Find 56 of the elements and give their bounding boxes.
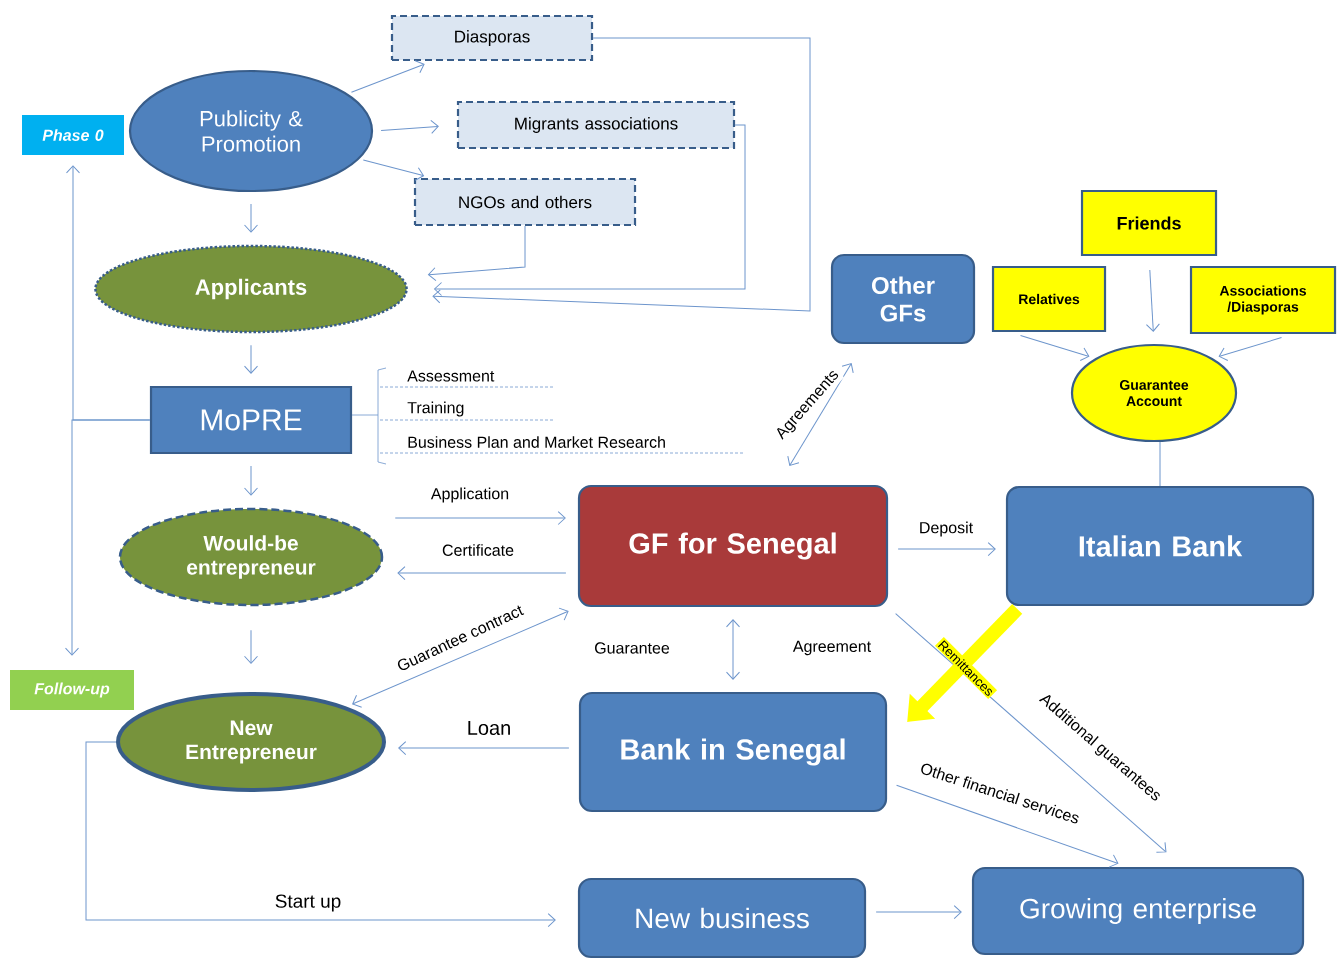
text-label: Agreement <box>792 640 871 656</box>
oval-node: Applicants <box>94 244 408 334</box>
dashed-box: Diasporas <box>390 14 594 62</box>
dashed-box: Migrants associations <box>456 100 736 150</box>
note-box: Associations /Diasporas <box>1189 265 1337 335</box>
oval-node: Publicity & Promotion <box>128 69 374 193</box>
oval-node: New Entrepreneur <box>116 692 386 792</box>
arrow <box>897 542 996 556</box>
arrow <box>394 511 566 525</box>
arrow <box>896 784 1119 868</box>
arrow <box>434 124 746 296</box>
arrow <box>244 344 258 374</box>
block-arrow <box>907 604 1023 722</box>
arrow <box>432 37 811 312</box>
edge-label: Loan <box>465 719 513 737</box>
rounded-box: Other GFs <box>830 253 976 345</box>
arrow <box>726 619 740 680</box>
arrow <box>352 607 569 708</box>
rounded-box: GF for Senegal <box>577 484 889 608</box>
rounded-box: New business <box>577 877 867 959</box>
arrow <box>875 905 962 919</box>
rounded-box: Italian Bank <box>1005 485 1315 607</box>
connector-line <box>1159 441 1161 487</box>
arrow <box>244 203 258 233</box>
phase-tag: Follow-up <box>10 670 134 710</box>
arrow <box>244 465 258 496</box>
arrow <box>1145 269 1160 332</box>
arrow <box>398 741 570 755</box>
arrow <box>85 741 556 927</box>
edge-label: Deposit <box>917 520 975 538</box>
list-item: Training <box>407 401 464 417</box>
edge-label: Certificate <box>440 542 516 558</box>
edge-label: Start up <box>273 892 343 914</box>
phase-tag: Phase 0 <box>22 115 124 155</box>
arrow <box>397 566 567 580</box>
note-box: Relatives <box>991 265 1107 333</box>
arrow <box>787 363 854 466</box>
arrow <box>65 419 151 656</box>
arrow <box>428 225 526 282</box>
arrow <box>380 119 439 134</box>
dashed-box: NGOs and others <box>413 177 637 227</box>
note-box: Friends <box>1080 189 1218 257</box>
list-item: Assessment <box>407 370 495 382</box>
oval-node: Guarantee Account <box>1070 343 1238 443</box>
arrow <box>350 60 425 93</box>
edge-label: Guarantee <box>592 640 672 656</box>
list-item: Business Plan and Market Research <box>408 436 665 448</box>
oval-node: Would-be entrepreneur <box>118 507 384 607</box>
rectangle-box: MoPRE <box>149 385 353 455</box>
rounded-box: Growing enterprise <box>971 866 1305 956</box>
arrow <box>362 159 425 181</box>
edge-label: Application <box>429 486 511 504</box>
arrow <box>1020 335 1090 361</box>
arrow <box>1218 337 1282 362</box>
rounded-box: Bank in Senegal <box>578 691 888 813</box>
arrow <box>244 629 258 664</box>
